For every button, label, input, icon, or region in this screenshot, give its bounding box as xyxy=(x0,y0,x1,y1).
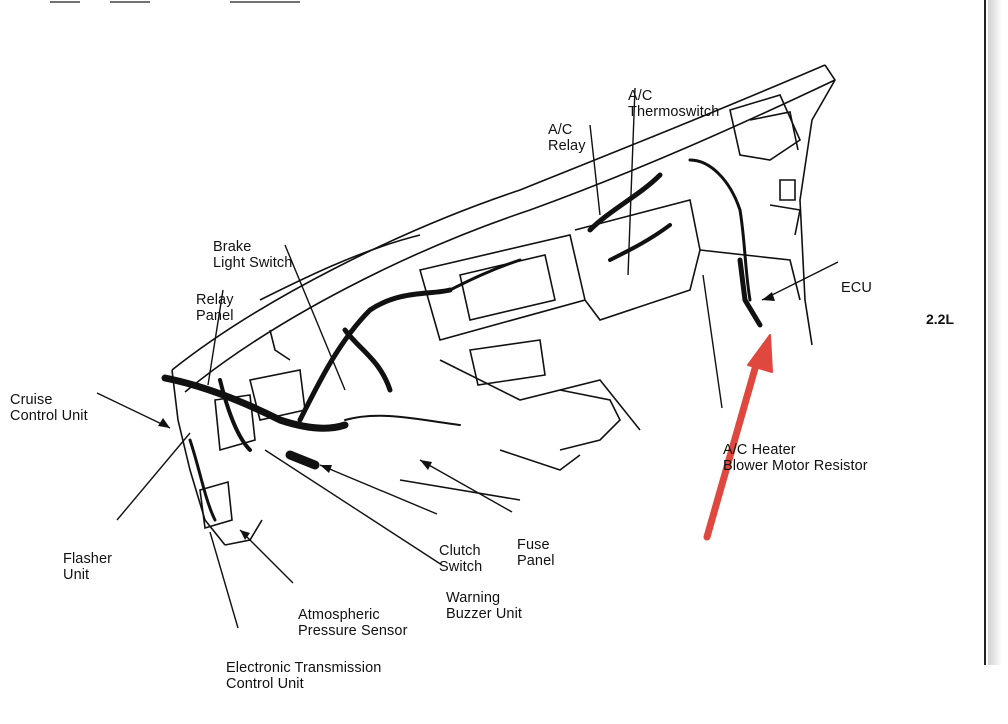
leader-flasher-unit xyxy=(116,432,191,521)
arrowhead-cruise xyxy=(158,418,170,428)
dashboard-drawing xyxy=(50,1,839,629)
arrowhead-ecu xyxy=(762,292,775,301)
arrowhead-atmospheric xyxy=(240,530,250,540)
leader-ac-thermoswitch xyxy=(627,87,636,276)
leader-arrowheads xyxy=(158,292,775,540)
arrowhead-fuse xyxy=(420,460,432,470)
leader-atmospheric-pressure-sensor xyxy=(239,529,294,584)
leader-lines xyxy=(96,87,839,629)
leader-fuse-panel xyxy=(419,459,513,513)
leader-warning-buzzer-unit xyxy=(264,449,443,566)
arrowhead-clutch xyxy=(320,465,332,473)
leader-brake-light-switch xyxy=(284,244,346,391)
leader-clutch-switch xyxy=(319,464,438,515)
leader-ac-relay xyxy=(589,124,601,216)
leader-ecu xyxy=(761,261,839,301)
highlight-arrow xyxy=(703,334,773,541)
leader-ac-heater-resistor xyxy=(702,274,723,409)
leader-etcu xyxy=(209,531,239,629)
leader-relay-panel xyxy=(207,289,224,386)
leader-cruise-control-unit xyxy=(96,392,171,429)
page-frame-shadow xyxy=(988,0,1002,665)
wiring-harness xyxy=(161,158,763,522)
label-ecu: ECU xyxy=(841,280,872,296)
engine-size-label: 2.2L xyxy=(926,311,955,327)
page-frame-border xyxy=(984,0,986,665)
